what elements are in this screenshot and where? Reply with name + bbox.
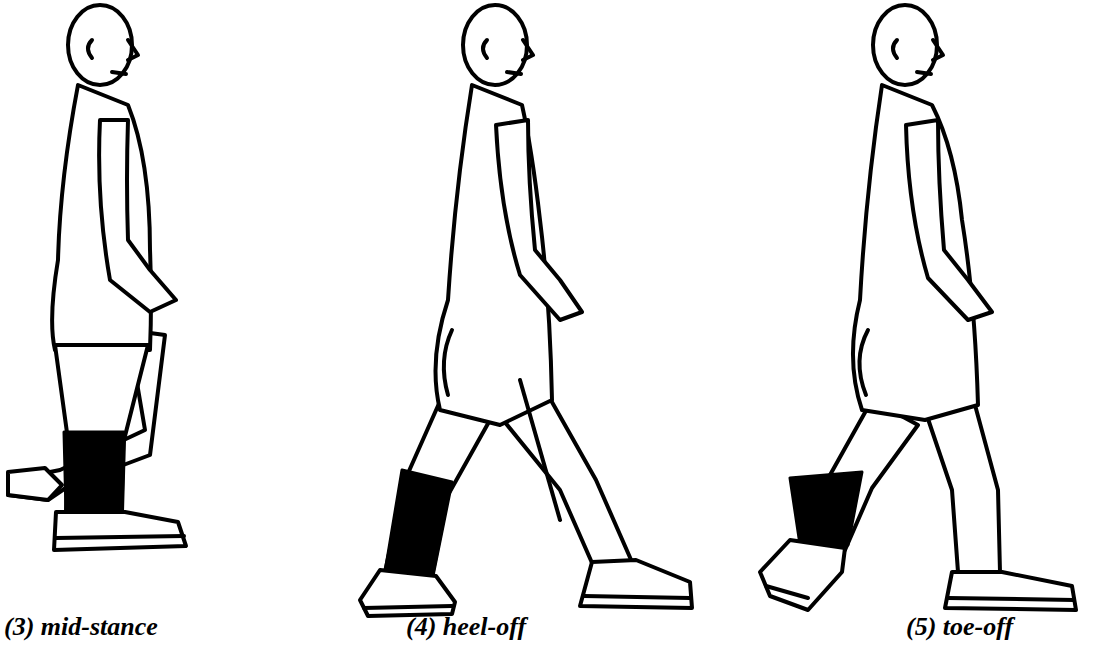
arm-swing	[520, 380, 560, 520]
shoe-sole	[948, 598, 1074, 600]
shoe-sole	[766, 586, 808, 598]
swing-foot	[8, 468, 62, 500]
face	[917, 40, 943, 74]
shoe-sole	[364, 606, 452, 608]
phase-label: (5) toe-off	[906, 612, 1013, 642]
walking-figure	[8, 5, 186, 550]
arm	[906, 120, 992, 320]
shoe-sole	[56, 536, 184, 538]
shoe-sole	[584, 596, 690, 598]
front-shoe	[945, 572, 1076, 610]
walking-figure	[360, 5, 692, 616]
arm	[496, 120, 582, 320]
buttock	[444, 330, 452, 395]
stance-leg	[55, 345, 148, 512]
ankle-band	[385, 470, 452, 576]
front-leg	[495, 395, 632, 572]
front-shoe	[580, 560, 692, 608]
rear-shoe	[760, 540, 845, 610]
ankle-band	[64, 432, 124, 512]
front-leg	[925, 405, 1000, 572]
walking-figure	[760, 5, 1076, 610]
phase-label: (4) heel-off	[406, 612, 526, 642]
ear	[483, 40, 487, 58]
rear-shoe	[360, 570, 455, 616]
arm	[99, 120, 176, 312]
face	[112, 40, 138, 74]
ear	[88, 40, 92, 58]
face	[507, 40, 533, 74]
buttock	[859, 330, 868, 395]
phase-label: (3) mid-stance	[4, 612, 158, 642]
shoe	[54, 512, 186, 550]
ear	[893, 40, 897, 58]
